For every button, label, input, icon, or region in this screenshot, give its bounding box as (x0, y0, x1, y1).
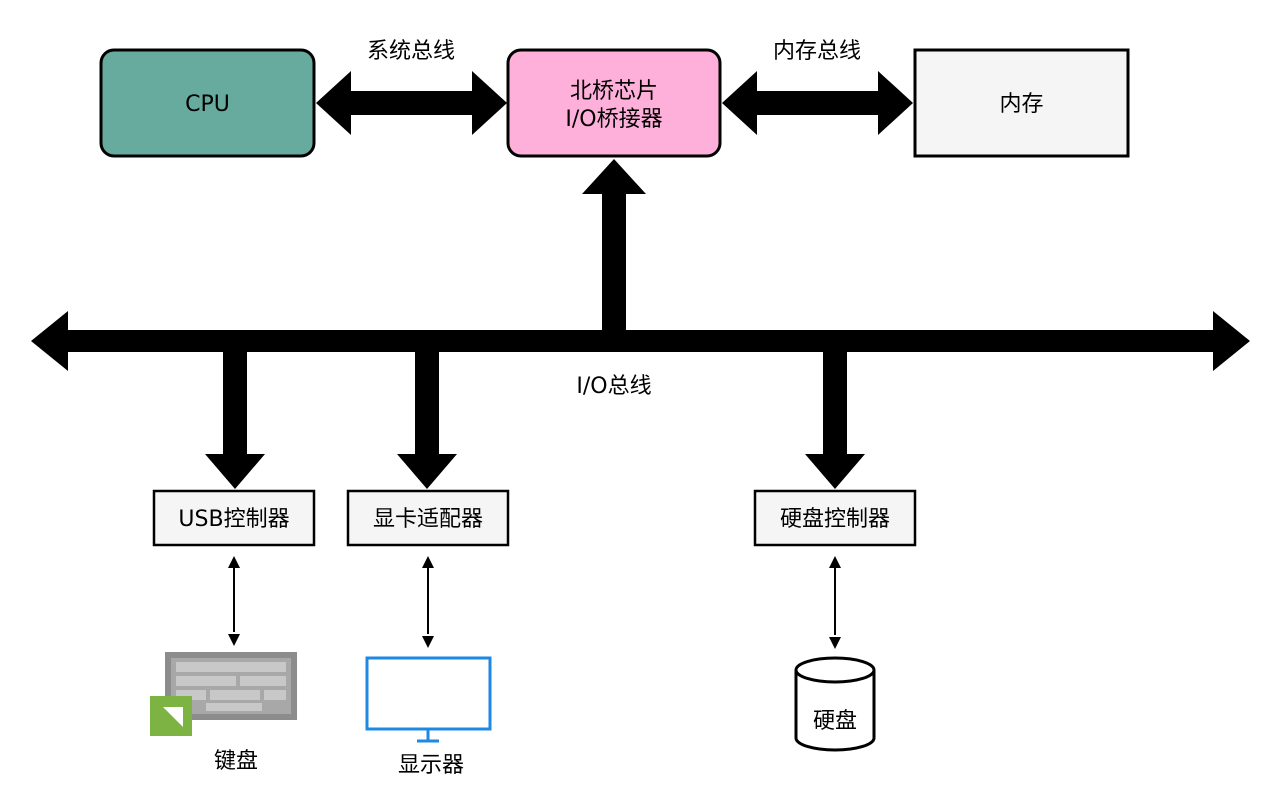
usb-keyboard-connector (228, 556, 240, 646)
northbridge-label-line1: 北桥芯片 (570, 79, 658, 104)
cpu-label: CPU (185, 92, 230, 117)
keyboard-icon (150, 652, 297, 736)
memory-bus-arrow (722, 71, 913, 135)
disk-cylinder-icon: 硬盘 (794, 656, 876, 752)
usb-controller-node: USB控制器 (152, 489, 316, 547)
io-bus: I/O总线 (31, 311, 1250, 399)
graphics-adapter-box (346, 489, 510, 547)
cpu-node: CPU (99, 48, 316, 158)
graphics-adapter-down-arrow (397, 350, 457, 489)
io-bus-arrow (31, 311, 1250, 371)
northbridge-uplink-arrow (582, 159, 646, 342)
memory-box (913, 48, 1130, 158)
memory-node: 内存 (913, 48, 1130, 158)
graphics-adapter-node: 显卡适配器 (346, 489, 510, 547)
graphics-monitor-connector (422, 556, 434, 648)
usb-controller-down-arrow (205, 350, 265, 489)
northbridge-box (506, 48, 722, 158)
memory-bus-label: 内存总线 (773, 39, 861, 64)
disk-controller-label: 硬盘控制器 (780, 507, 890, 532)
keyboard-label: 键盘 (214, 749, 258, 774)
io-bus-label: I/O总线 (576, 374, 651, 399)
disk-controller-down-arrow (805, 350, 865, 489)
disk-controller-box (753, 489, 917, 547)
system-bus-label: 系统总线 (367, 39, 455, 64)
usb-controller-box (152, 489, 316, 547)
disk-controller-node: 硬盘控制器 (753, 489, 917, 547)
memory-bus: 内存总线 (722, 39, 913, 135)
system-bus: 系统总线 (316, 39, 507, 135)
monitor-icon (365, 656, 492, 743)
cpu-box (99, 48, 316, 158)
northbridge-node: 北桥芯片 I/O桥接器 (506, 48, 722, 158)
monitor-label: 显示器 (398, 753, 464, 778)
graphics-adapter-label: 显卡适配器 (373, 507, 483, 532)
disk-label: 硬盘 (813, 709, 857, 734)
northbridge-label-line2: I/O桥接器 (565, 107, 662, 132)
memory-label: 内存 (999, 92, 1043, 117)
system-bus-arrow (316, 71, 507, 135)
usb-controller-label: USB控制器 (178, 507, 289, 532)
disk-controller-disk-connector (829, 556, 841, 649)
